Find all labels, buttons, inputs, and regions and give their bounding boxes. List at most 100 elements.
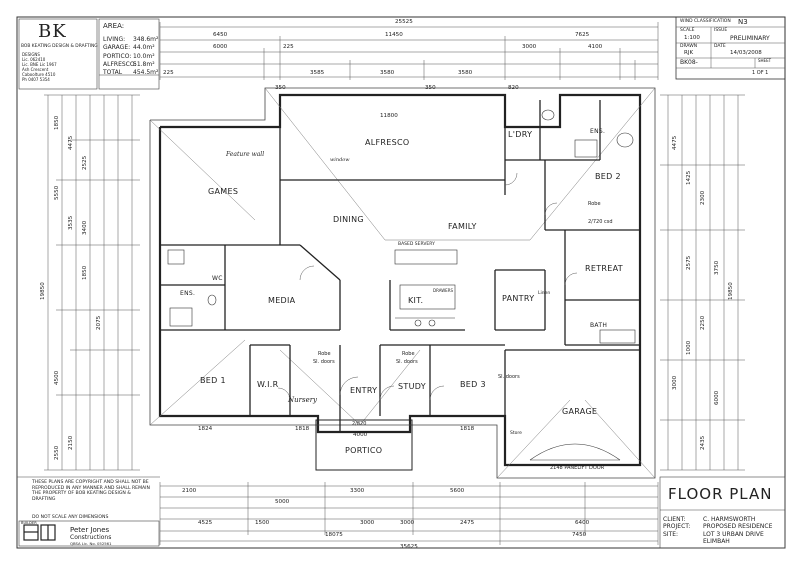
dim-bottom: 5600 (450, 488, 465, 494)
label-robe-2: Robe (402, 351, 415, 357)
dim-left-overall: 19850 (40, 282, 46, 300)
dim-overall-bottom: 35625 (400, 544, 418, 550)
room-alfresco: ALFRESCO (365, 138, 410, 147)
site-row: SITE: LOT 3 URBAN DRIVE (663, 531, 772, 538)
dim-bottom: 2100 (182, 488, 197, 494)
room-dining: DINING (333, 215, 364, 224)
site-value-2: ELIMBAH (703, 538, 730, 546)
company-line: Caboolture 4510 (22, 72, 56, 77)
dim-bottom: 1500 (255, 520, 270, 526)
company-line: Ph 0407 5354 (22, 77, 50, 82)
project-label: PROJECT: (663, 523, 691, 531)
room-ensuite-top: ENS. (590, 128, 606, 135)
scale-label: SCALE (680, 28, 695, 33)
area-value: 51.8m² (133, 60, 155, 68)
room-bed2: BED 2 (595, 172, 621, 181)
label-store: Store (510, 431, 522, 436)
project-value: PROPOSED RESIDENCE (703, 523, 773, 531)
bathroom-fixtures (167, 109, 636, 344)
date-label: DATE (714, 44, 726, 49)
builder-label: BUILDER (21, 521, 37, 525)
roof-hips (149, 87, 656, 479)
dim-left: 1850 (54, 115, 60, 130)
dim-left: 2150 (68, 435, 74, 450)
date-value: 14/03/2008 (730, 50, 762, 56)
area-label: TOTAL (103, 69, 123, 77)
job-number: BK08- (680, 59, 698, 66)
wind-class-value: N3 (738, 18, 748, 26)
area-row: LIVING:348.6m² (103, 36, 158, 44)
logo-box (18, 18, 98, 90)
external-walls (158, 93, 642, 467)
builder-licence: QBSA Lic. No. 052561 (70, 541, 112, 546)
project-box (659, 476, 786, 549)
room-entry: ENTRY (350, 386, 378, 395)
label-robe-1: Robe (318, 351, 331, 357)
dim-right: 2575 (686, 255, 692, 270)
dim-left: 2525 (82, 155, 88, 170)
dim-bottom: 1818 (460, 426, 475, 432)
company-logo: BK (38, 21, 67, 42)
dim-left: 2550 (54, 445, 60, 460)
room-bath: BATH (590, 322, 608, 329)
company-name: BOB KEATING DESIGN & DRAFTING (21, 44, 98, 49)
area-label: GARAGE: (103, 44, 131, 52)
builder-name: Peter Jones (70, 526, 110, 534)
dim-top: 350 (425, 85, 436, 91)
wind-class-label: WIND CLASSIFICATION (680, 19, 731, 24)
label-sliding-doors-study: Sl. doors (396, 359, 418, 365)
room-media: MEDIA (268, 296, 296, 305)
internal-walls (160, 100, 640, 465)
label-door-2720: 2/720 csd (588, 219, 613, 225)
project-row: PROJECT: PROPOSED RESIDENCE (663, 523, 772, 530)
sheet-label: SHEET (758, 58, 772, 63)
label-door-2820: 2/820 (352, 421, 367, 427)
dim-right: 3750 (714, 260, 720, 275)
label-linen: Linen (538, 291, 551, 296)
dim-bottom: 1824 (198, 426, 213, 432)
garage-door (529, 443, 621, 461)
scale-value: 1:100 (684, 35, 700, 41)
dim-top: 6450 (213, 32, 228, 38)
company-line: DESIGNS (22, 52, 40, 57)
dim-bottom: 4525 (198, 520, 213, 526)
dim-bottom: 18075 (325, 532, 343, 538)
label-feature-wall: Feature wall (226, 151, 265, 158)
dim-bottom: 5000 (275, 499, 290, 505)
dim-top: 3000 (522, 44, 537, 50)
roof-outline (149, 87, 656, 479)
builder-logo-mark (23, 524, 56, 541)
kitchen-fixtures (394, 249, 458, 327)
site-label: SITE: (663, 530, 679, 538)
label-based-servery: BASED SERVERY (398, 242, 435, 247)
dim-right: 1000 (686, 340, 692, 355)
dim-bottom: 2475 (460, 520, 475, 526)
dim-left: 3535 (68, 215, 74, 230)
dim-right: 6000 (714, 390, 720, 405)
client-row: CLIENT:C. HARMSWORTH (663, 516, 772, 523)
area-box (98, 18, 160, 90)
label-sliding-doors-bed1: Sl. doors (313, 359, 335, 365)
room-bed3: BED 3 (460, 380, 486, 389)
builder-box (18, 520, 160, 547)
dim-right: 2300 (700, 190, 706, 205)
drawn-label: DRAWN (680, 44, 698, 49)
site-value: LOT 3 URBAN DRIVE (703, 530, 764, 538)
area-value: 348.6m² (133, 36, 159, 43)
label-window: window (330, 157, 350, 163)
room-family: FAMILY (448, 222, 477, 231)
room-laundry: L'DRY (508, 130, 533, 139)
room-games: GAMES (208, 187, 239, 196)
dim-right: 2435 (700, 435, 706, 450)
area-row: ALFRESCO:51.8m² (103, 61, 158, 69)
dim-right: 4475 (672, 135, 678, 150)
room-wir: W.I.R (257, 380, 279, 389)
issue-value: PRELIMINARY (730, 35, 770, 42)
dim-overall-top: 25525 (395, 19, 413, 25)
room-study: STUDY (398, 382, 426, 391)
site-row-2: ELIMBAH (663, 538, 772, 545)
area-table: LIVING:348.6m² GARAGE:44.0m² PORTICO:10.… (103, 36, 158, 77)
sheet-value: 1 OF 1 (752, 70, 769, 76)
